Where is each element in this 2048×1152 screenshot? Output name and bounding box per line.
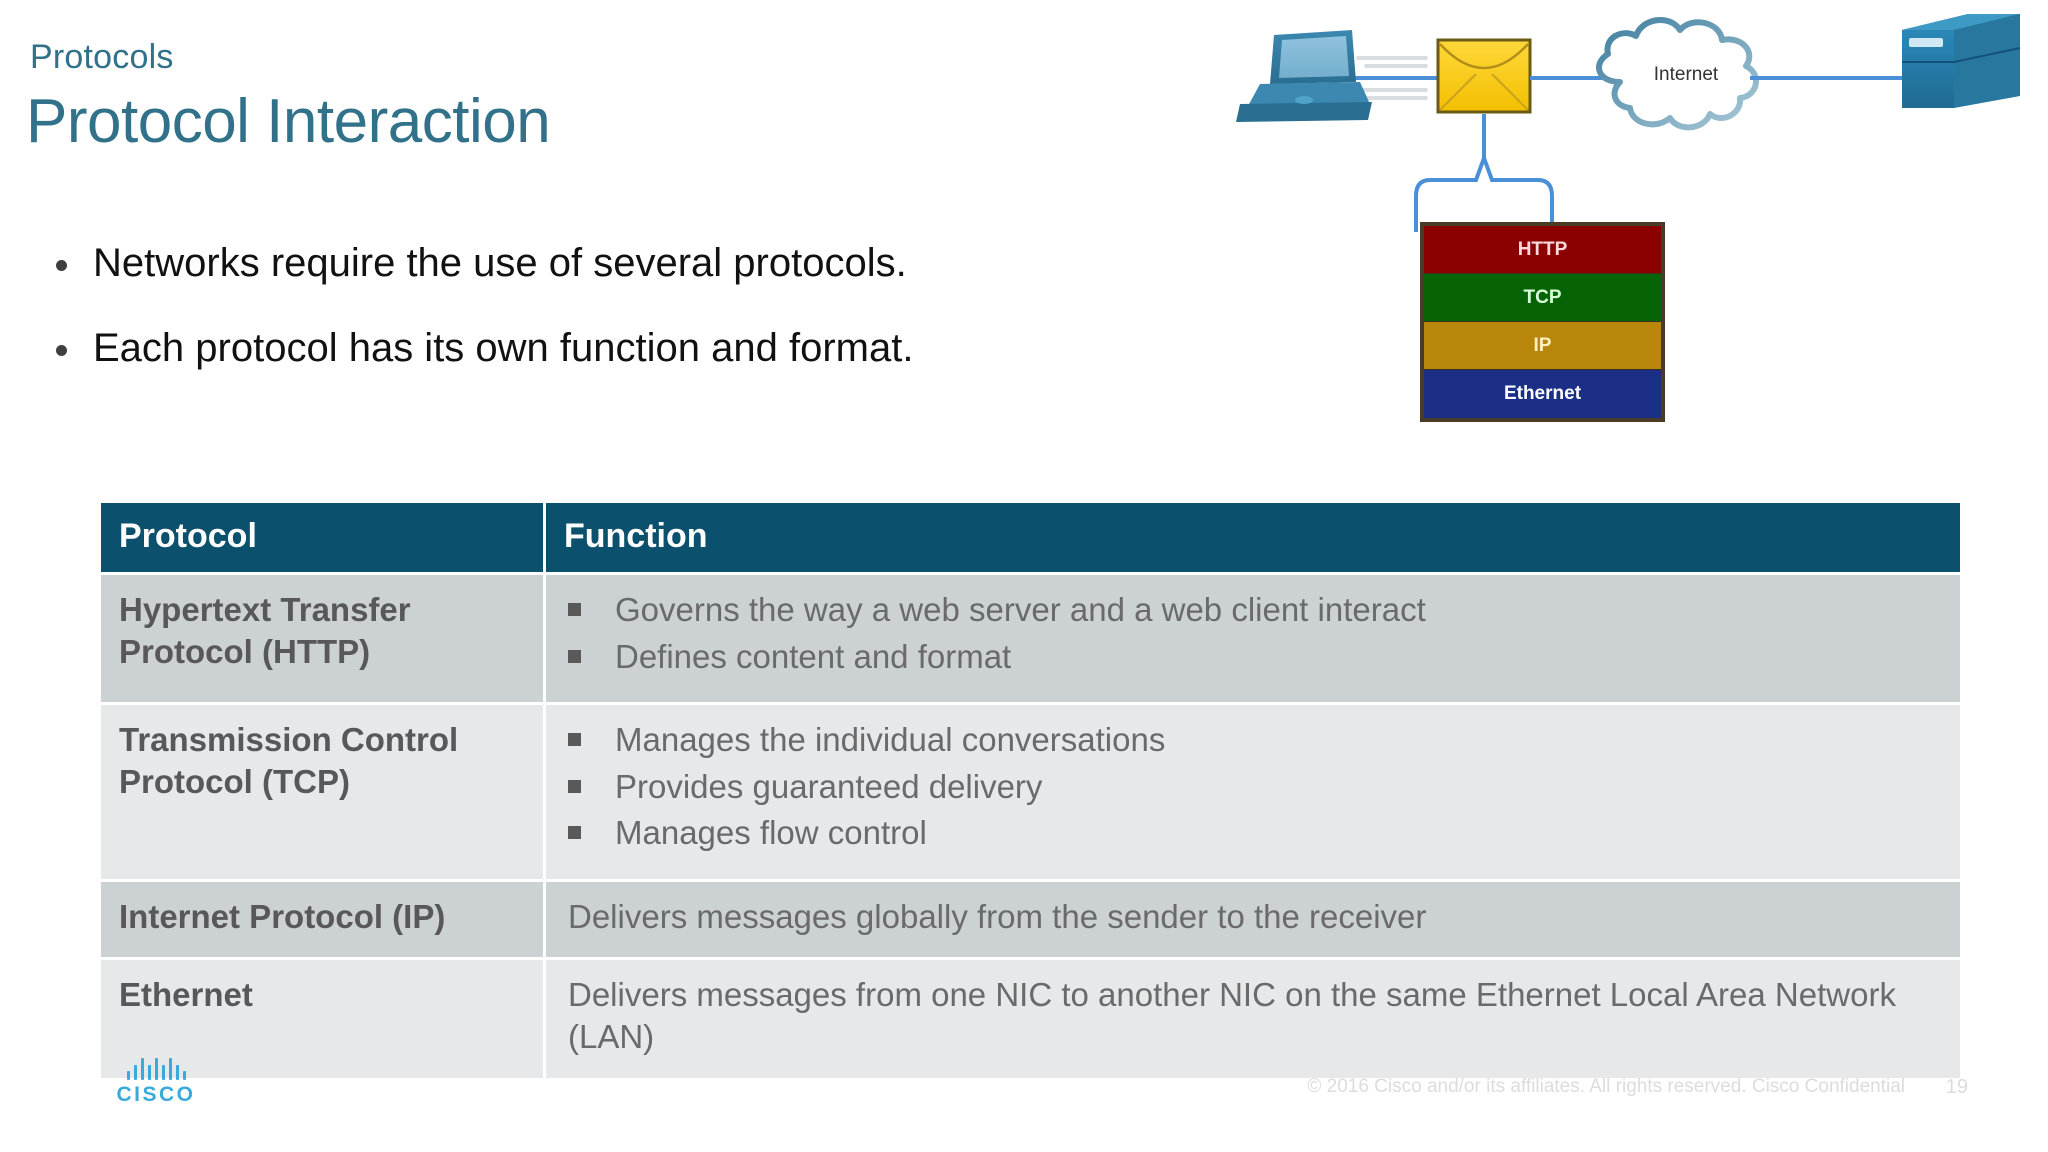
column-header-function: Function — [546, 503, 1960, 572]
stack-layer-ethernet: Ethernet — [1424, 370, 1661, 418]
stack-layer-label: IP — [1533, 334, 1552, 356]
stack-layer-ip: IP — [1424, 322, 1661, 370]
stack-layer-tcp: TCP — [1424, 274, 1661, 322]
cisco-wordmark: CISCO — [116, 1083, 196, 1106]
motion-lines-icon — [1354, 56, 1428, 100]
stack-layer-http: HTTP — [1424, 226, 1661, 274]
laptop-icon — [1236, 30, 1372, 122]
bullet-text: Networks require the use of several prot… — [93, 241, 907, 285]
cell-function: Governs the way a web server and a web c… — [546, 575, 1960, 703]
bullet-dot-icon — [56, 260, 67, 271]
function-sublist: Manages the individual conversations Pro… — [568, 719, 1948, 854]
list-item: Defines content and format — [568, 636, 1948, 678]
table-row: Ethernet Delivers messages from one NIC … — [101, 960, 1960, 1078]
square-bullet-icon — [568, 779, 581, 793]
sublist-text: Manages flow control — [615, 814, 927, 852]
protocol-stack: HTTP TCP IP Ethernet — [1420, 222, 1665, 422]
cell-protocol: Internet Protocol (IP) — [101, 881, 543, 958]
cisco-logo: CISCO — [113, 1058, 199, 1107]
sublist-text: Defines content and format — [615, 637, 1012, 675]
table-row: Hypertext Transfer Protocol (HTTP) Gover… — [101, 575, 1960, 703]
copyright-text: © 2016 Cisco and/or its affiliates. All … — [1307, 1076, 1905, 1097]
cisco-bridge-icon — [113, 1058, 199, 1080]
bullet-text: Each protocol has its own function and f… — [93, 326, 914, 371]
list-item: Networks require the use of several prot… — [56, 238, 916, 289]
network-diagram-svg: Internet — [1236, 14, 2021, 232]
square-bullet-icon — [568, 603, 581, 616]
stack-layer-label: HTTP — [1517, 238, 1568, 260]
square-bullet-icon — [568, 733, 581, 747]
page-title: Protocol Interaction — [26, 87, 551, 156]
slide-number: 19 — [1945, 1076, 1968, 1098]
table-header-row: Protocol Function — [101, 503, 1960, 572]
cell-protocol: Transmission Control Protocol (TCP) — [101, 705, 543, 879]
sublist-text: Provides guaranteed delivery — [615, 767, 1043, 805]
cell-function: Delivers messages from one NIC to anothe… — [546, 960, 1960, 1078]
list-item: Governs the way a web server and a web c… — [568, 589, 1948, 631]
sublist-text: Governs the way a web server and a web c… — [615, 591, 1426, 628]
bullet-dot-icon — [56, 345, 67, 357]
cell-protocol: Ethernet — [101, 960, 543, 1078]
stack-layer-label: Ethernet — [1503, 383, 1582, 404]
stack-layer-label: TCP — [1523, 286, 1562, 308]
function-sublist: Governs the way a web server and a web c… — [568, 589, 1948, 677]
table-row: Transmission Control Protocol (TCP) Mana… — [101, 705, 1960, 879]
square-bullet-icon — [568, 649, 581, 663]
cell-function: Manages the individual conversations Pro… — [546, 705, 1960, 879]
bullet-list: Networks require the use of several prot… — [56, 238, 916, 408]
protocol-table: Protocol Function Hypertext Transfer Pro… — [98, 500, 1963, 1081]
slide-eyebrow: Protocols — [30, 38, 174, 76]
table-row: Internet Protocol (IP) Delivers messages… — [101, 881, 1960, 958]
cell-protocol: Hypertext Transfer Protocol (HTTP) — [101, 575, 543, 703]
list-item: Manages flow control — [568, 812, 1948, 854]
network-diagram: Internet — [1230, 0, 2048, 490]
square-bullet-icon — [568, 826, 581, 840]
list-item: Each protocol has its own function and f… — [56, 323, 916, 374]
cell-function: Delivers messages globally from the send… — [546, 881, 1960, 958]
column-header-protocol: Protocol — [101, 503, 543, 572]
server-icon — [1902, 14, 2021, 108]
envelope-icon — [1436, 38, 1532, 114]
sublist-text: Manages the individual conversations — [615, 721, 1166, 759]
internet-cloud-icon — [1596, 17, 1759, 131]
cloud-label: Internet — [1654, 64, 1719, 85]
list-item: Provides guaranteed delivery — [568, 766, 1948, 808]
list-item: Manages the individual conversations — [568, 719, 1948, 761]
brace-connector — [1414, 114, 1554, 232]
